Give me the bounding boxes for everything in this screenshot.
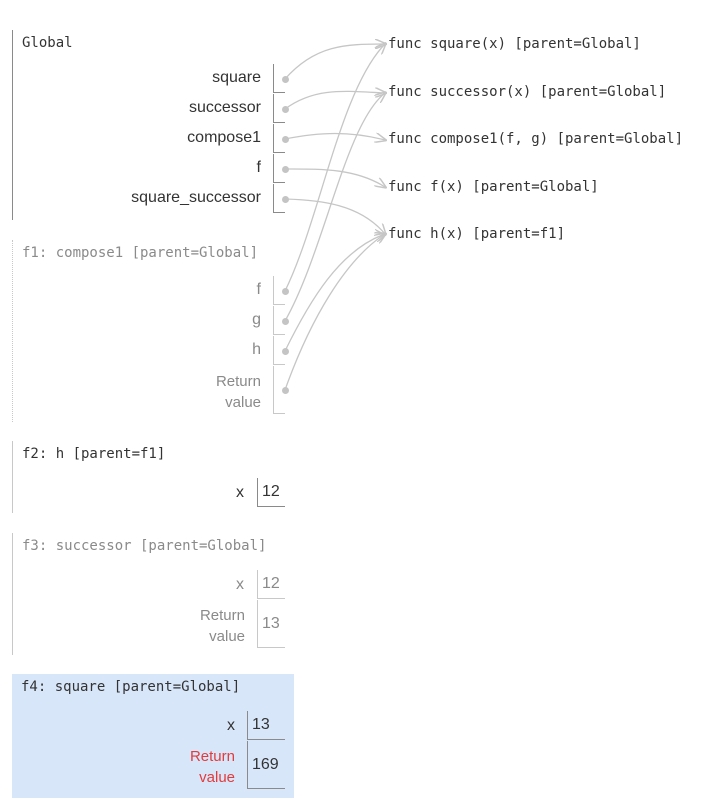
global-var-successor: successor xyxy=(188,99,261,116)
func-compose1: func compose1(f, g) [parent=Global] xyxy=(388,131,684,147)
global-slot-square-successor xyxy=(273,184,285,213)
global-frame: Global xyxy=(12,30,298,220)
global-frame-title: Global xyxy=(22,35,73,51)
arrow-f1-f xyxy=(284,44,385,292)
f1-slot-h xyxy=(273,336,285,365)
f3-return-value: 13 xyxy=(262,615,280,632)
global-slot-successor xyxy=(273,94,285,123)
arrow-f1-g xyxy=(284,93,385,322)
f1-slot-f xyxy=(273,276,285,305)
arrow-f1-h xyxy=(284,234,385,352)
f3-frame: f3: successor [parent=Global] xyxy=(12,533,298,655)
f3-var-x: x xyxy=(236,576,244,593)
global-var-compose1: compose1 xyxy=(187,129,261,146)
arrow-f1-return xyxy=(284,234,385,391)
pointer-dot-f xyxy=(281,165,289,173)
arrow-global-square-successor xyxy=(284,198,385,234)
f4-slot-x: 13 xyxy=(247,711,285,740)
f1-var-g: g xyxy=(252,311,261,328)
f2-frame-title: f2: h [parent=f1] xyxy=(22,446,166,462)
f2-var-x: x xyxy=(236,484,244,501)
pointer-dot-square xyxy=(281,75,289,83)
pointer-dot-f1-f xyxy=(281,287,289,295)
arrow-global-compose1 xyxy=(284,134,385,141)
global-slot-square xyxy=(273,64,285,93)
f1-var-f: f xyxy=(256,281,261,298)
f3-return-label: Return value xyxy=(199,607,245,645)
global-var-square: square xyxy=(212,69,261,86)
pointer-dot-f1-g xyxy=(281,317,289,325)
global-var-square-successor: square_successor xyxy=(131,189,261,206)
f2-slot-x: 12 xyxy=(257,478,285,507)
f3-x-value: 12 xyxy=(262,575,280,592)
f1-return-label: Return value xyxy=(215,373,261,411)
f4-var-x: x xyxy=(227,717,235,734)
pointer-dot-f1-h xyxy=(281,347,289,355)
func-square: func square(x) [parent=Global] xyxy=(388,36,641,52)
f1-slot-return xyxy=(273,366,285,414)
f1-frame: f1: compose1 [parent=Global] xyxy=(12,240,298,422)
f2-frame: f2: h [parent=f1] xyxy=(12,441,298,513)
f3-slot-x: 12 xyxy=(257,570,285,599)
func-f: func f(x) [parent=Global] xyxy=(388,179,599,195)
f3-frame-title: f3: successor [parent=Global] xyxy=(22,538,267,554)
func-successor: func successor(x) [parent=Global] xyxy=(388,84,667,100)
f3-slot-return: 13 xyxy=(257,600,285,648)
pointer-dot-successor xyxy=(281,105,289,113)
arrow-global-successor xyxy=(284,91,385,110)
global-slot-compose1 xyxy=(273,124,285,153)
f2-x-value: 12 xyxy=(262,483,280,500)
arrow-global-square xyxy=(284,44,385,80)
func-h: func h(x) [parent=f1] xyxy=(388,226,566,242)
arrow-global-f xyxy=(284,168,385,187)
f1-slot-g xyxy=(273,306,285,335)
f1-var-h: h xyxy=(252,341,261,358)
f4-x-value: 13 xyxy=(252,716,270,733)
f4-return-label: Return value xyxy=(189,748,235,786)
pointer-dot-f1-return xyxy=(281,386,289,394)
pointer-dot-compose1 xyxy=(281,135,289,143)
pointer-dot-square-successor xyxy=(281,195,289,203)
f1-frame-title: f1: compose1 [parent=Global] xyxy=(22,245,259,261)
global-var-f: f xyxy=(256,159,261,176)
f4-slot-return: 169 xyxy=(247,741,285,789)
f4-frame-title: f4: square [parent=Global] xyxy=(21,679,241,695)
global-slot-f xyxy=(273,154,285,183)
f4-return-value: 169 xyxy=(252,756,279,773)
